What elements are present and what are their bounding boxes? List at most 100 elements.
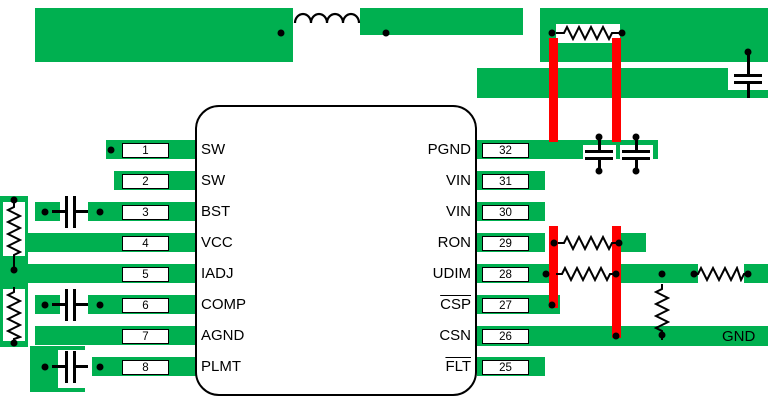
junction-dot: [382, 29, 390, 37]
capacitor-plate: [73, 289, 76, 321]
capacitor-lead: [52, 365, 65, 368]
capacitor-lead: [52, 303, 65, 306]
pin-number: 6: [142, 299, 149, 312]
pin-label-ron: RON: [437, 234, 471, 251]
pin-number: 30: [499, 206, 512, 219]
capacitor-lead: [52, 210, 65, 213]
pin-number: 8: [142, 361, 149, 374]
capacitor-lead: [76, 303, 88, 306]
capacitor-lead: [747, 50, 750, 74]
junction-dot: [10, 196, 18, 204]
capacitor-plate: [65, 289, 68, 321]
inductor-symbol: [293, 12, 361, 24]
resistor-symbol-left-upper: [6, 201, 22, 257]
junction-dot: [107, 146, 115, 154]
pin-number-box-25: 25: [482, 360, 529, 375]
pin-number: 5: [142, 268, 149, 281]
capacitor-plate: [622, 150, 650, 153]
junction-dot: [744, 270, 752, 278]
capacitor-plate: [73, 196, 76, 228]
copper-vin-plane: [477, 68, 768, 98]
capacitor-plate: [65, 196, 68, 228]
pin-number-box-8: 8: [122, 360, 169, 375]
junction-dot: [632, 167, 640, 175]
pin-number: 7: [142, 330, 149, 343]
capacitor-lead: [635, 160, 638, 172]
pin-number: 27: [499, 299, 512, 312]
pin-label-vin2: VIN: [445, 203, 471, 220]
pin-number-box-26: 26: [482, 329, 529, 344]
junction-dot: [548, 29, 556, 37]
capacitor-plate: [734, 81, 762, 84]
junction-dot: [612, 332, 620, 340]
pin-number-box-29: 29: [482, 236, 529, 251]
pin-number-box-32: 32: [482, 143, 529, 158]
pin-number: 25: [499, 361, 512, 374]
copper-pin4-vcc-trace: [26, 233, 197, 252]
pin-number: 4: [142, 237, 149, 250]
pin-number-box-2: 2: [122, 174, 169, 189]
pin-label-sw2: SW: [201, 172, 226, 189]
pin-number: 2: [142, 175, 149, 188]
junction-dot: [96, 208, 104, 216]
gnd-net-label: GND: [722, 328, 756, 345]
pin-number-box-30: 30: [482, 205, 529, 220]
junction-dot: [550, 239, 558, 247]
pin-number-box-27: 27: [482, 298, 529, 313]
pin-label-pgnd: PGND: [427, 141, 471, 158]
copper-udim-right-pad: [744, 264, 768, 283]
pin-number-box-3: 3: [122, 205, 169, 220]
junction-dot: [41, 301, 49, 309]
pin-number: 26: [499, 330, 512, 343]
copper-top-left-pour: [35, 8, 293, 62]
pin-label-iadj: IADJ: [201, 265, 234, 282]
capacitor-lead: [747, 84, 750, 98]
capacitor-plate: [622, 157, 650, 160]
pin-number-box-7: 7: [122, 329, 169, 344]
resistor-symbol-udim1: [556, 266, 616, 282]
capacitor-plate: [734, 74, 762, 77]
pin-label-csp: CSP: [440, 296, 471, 313]
resistor-symbol-left-lower: [6, 287, 22, 341]
ic-body: [195, 105, 477, 396]
capacitor-lead: [598, 160, 601, 172]
pin-number-box-5: 5: [122, 267, 169, 282]
resistor-lead: [13, 255, 15, 269]
pin-label-bst: BST: [201, 203, 231, 220]
pin-label-vcc: VCC: [201, 234, 233, 251]
pin-number-box-1: 1: [122, 143, 169, 158]
junction-dot: [595, 133, 603, 141]
junction-dot: [277, 29, 285, 37]
junction-dot: [618, 29, 626, 37]
pin-label-comp: COMP: [201, 296, 246, 313]
capacitor-lead: [76, 365, 88, 368]
junction-dot: [615, 239, 623, 247]
pin-number-box-31: 31: [482, 174, 529, 189]
capacitor-lead: [598, 136, 601, 150]
resistor-symbol-udim2: [694, 266, 748, 282]
pin-number-box-6: 6: [122, 298, 169, 313]
pin-number-box-28: 28: [482, 267, 529, 282]
junction-dot: [690, 270, 698, 278]
capacitor-lead: [635, 136, 638, 150]
pin-number: 28: [499, 268, 512, 281]
red-trace-top-left: [549, 38, 558, 142]
pin-number: 3: [142, 206, 149, 219]
pin-label-udim: UDIM: [432, 265, 471, 282]
pin-label-vin1: VIN: [445, 172, 471, 189]
junction-dot: [96, 301, 104, 309]
pin-number: 31: [499, 175, 512, 188]
junction-dot: [612, 270, 620, 278]
resistor-symbol-vertical: [654, 284, 670, 334]
junction-dot: [658, 331, 666, 339]
junction-dot: [744, 48, 752, 56]
capacitor-plate: [73, 351, 76, 383]
capacitor-plate: [585, 150, 613, 153]
junction-dot: [632, 133, 640, 141]
red-trace-csn: [612, 226, 621, 338]
capacitor-plate: [585, 157, 613, 160]
pin-number: 1: [142, 144, 149, 157]
junction-dot: [41, 363, 49, 371]
junction-dot: [41, 208, 49, 216]
